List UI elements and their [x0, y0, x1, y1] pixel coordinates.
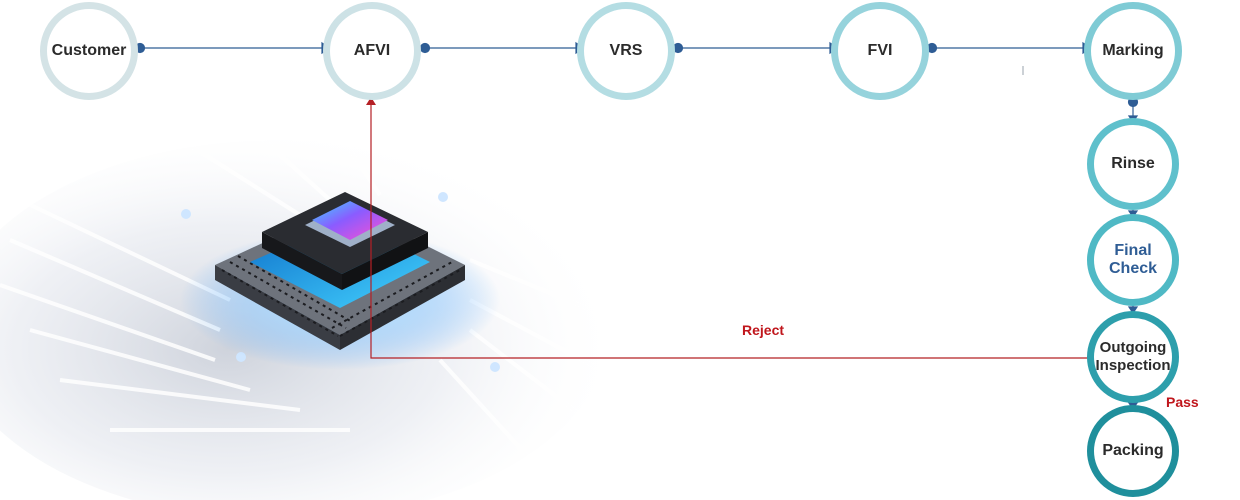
node-final-check-line1: Final [1114, 242, 1152, 259]
node-marking-label: Marking [1102, 42, 1164, 59]
circuit-traces [0, 108, 641, 472]
chip [215, 192, 465, 350]
node-vrs-label: VRS [609, 42, 643, 59]
node-rinse-label: Rinse [1111, 155, 1155, 172]
node-final-check-line2: Check [1108, 260, 1158, 277]
node-fvi: FVI [831, 2, 929, 100]
node-outgoing-line1: Outgoing [1099, 339, 1167, 356]
node-marking: Marking [1084, 2, 1182, 100]
pass-label: Pass [1166, 394, 1199, 410]
node-final-check: Final Check [1087, 214, 1179, 306]
node-outgoing-inspection: Outgoing Inspection [1087, 311, 1179, 403]
node-fvi-label: FVI [867, 42, 893, 59]
node-customer: Customer [40, 2, 138, 100]
reject-arrowhead [366, 97, 376, 105]
node-afvi: AFVI [323, 2, 421, 100]
reject-label: Reject [742, 322, 785, 338]
trace-lights [181, 192, 500, 372]
node-packing-label: Packing [1102, 442, 1164, 459]
node-afvi-label: AFVI [353, 42, 391, 59]
node-outgoing-line2: Inspection [1095, 357, 1171, 374]
node-customer-label: Customer [51, 42, 127, 59]
node-packing: Packing [1087, 405, 1179, 497]
node-rinse: Rinse [1087, 118, 1179, 210]
reject-loop [370, 104, 1090, 359]
node-vrs: VRS [577, 2, 675, 100]
